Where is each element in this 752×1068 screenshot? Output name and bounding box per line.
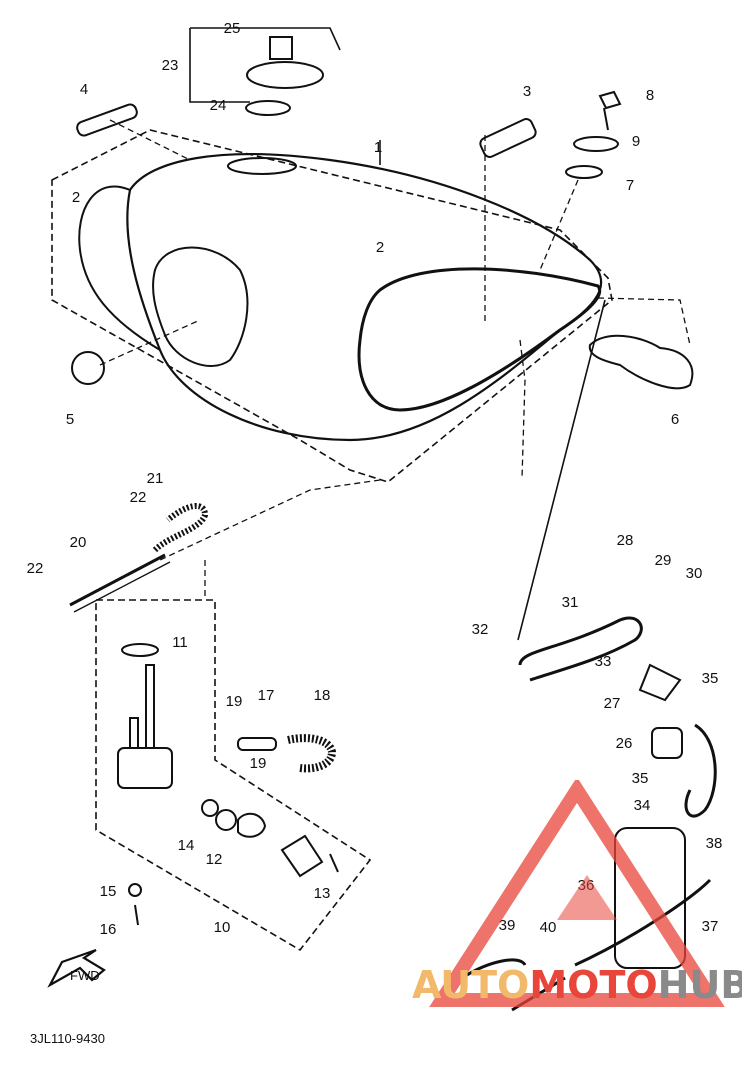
tank-knee-recess [152,246,249,367]
charcoal-canister [614,827,686,969]
short-hose [237,737,277,751]
corrugated-hose [287,734,337,773]
tank-grommet [71,351,105,385]
callout-32: 32 [472,621,489,638]
callout-31: 31 [562,594,579,611]
canister-hose-lower [461,958,527,980]
callout-11: 11 [172,634,188,651]
cover-plate [280,834,324,878]
fuel-filter [651,727,683,759]
callout-8: 8 [646,87,654,104]
callout-24: 24 [210,97,227,114]
callout-14: 14 [178,837,195,854]
gasket [201,799,219,817]
callout-19: 19 [250,755,267,772]
tank-bracket [588,334,694,390]
tank-badge [479,118,537,158]
lever [237,812,267,838]
callout-2: 2 [376,239,384,256]
callout-21: 21 [147,470,164,487]
forward-label: FWD [70,968,100,983]
callout-38: 38 [706,835,723,852]
washer-small [128,883,142,897]
fuel-cock-boundary [95,599,372,952]
callout-2: 2 [72,189,80,206]
part-code: 3JL110-9430 [30,1031,105,1046]
callout-10: 10 [214,919,231,936]
fuel-cock-body [117,747,173,789]
callout-13: 13 [314,885,331,902]
callout-16: 16 [100,921,117,938]
forward-arrow [47,948,106,988]
fuel-cap [246,61,324,89]
callout-5: 5 [66,411,74,428]
callout-34: 34 [634,797,651,814]
callout-19: 19 [226,693,243,710]
callout-3: 3 [523,83,531,100]
coiled-hose [152,503,209,553]
watermark-text-moto: MOTO [529,963,657,1007]
watermark-logo: AUTOMOTOHUB [412,777,749,1020]
callout-7: 7 [626,177,634,194]
callout-22: 22 [27,560,44,577]
callout-23: 23 [162,57,179,74]
fuel-hose [69,553,166,607]
watermark-text-auto: AUTO [412,963,529,1007]
watermark-text-hub: HUB [658,963,742,1007]
svg-text:AUTOMOTOHUB: AUTOMOTOHUB [412,963,742,1007]
callout-25: 25 [224,20,241,37]
mounting-bolt [598,90,622,131]
screw [329,853,339,873]
watermark-triangle [429,777,725,1007]
callout-9: 9 [632,133,640,150]
fuel-cap-key [269,36,293,60]
rear-emblem-strip [76,103,138,137]
o-ring [121,643,159,657]
tank-rear-cover [78,185,161,351]
callout-30: 30 [686,565,703,582]
callout-35: 35 [702,670,719,687]
fuel-hose-inner [73,561,171,613]
rubber-damper [565,165,603,179]
callout-33: 33 [595,653,612,670]
callout-4: 4 [80,81,88,98]
vent-pipe [638,663,682,702]
callout-27: 27 [604,695,621,712]
callout-35: 35 [632,770,649,787]
screw-long [134,904,139,926]
callout-39: 39 [499,917,516,934]
callout-40: 40 [540,919,557,936]
callout-22: 22 [130,489,147,506]
right-hose [684,723,717,818]
callout-37: 37 [702,918,719,935]
fuel-cock-pipes [129,664,155,748]
callout-26: 26 [616,735,633,752]
callout-15: 15 [100,883,117,900]
callout-6: 6 [671,411,679,428]
tank-top-leader [189,27,606,641]
callout-29: 29 [655,552,672,569]
callout-1: 1 [374,139,382,156]
callout-12: 12 [206,851,223,868]
cap-gasket [245,100,291,116]
callout-17: 17 [258,687,275,704]
tank-side-emblem-outline [357,267,602,412]
filler-neck-opening [227,157,297,175]
breather-hose [518,616,643,682]
tank-assembly-boundary [51,129,613,483]
leader-lines [99,119,691,600]
callout-18: 18 [314,687,331,704]
callout-28: 28 [617,532,634,549]
callout-20: 20 [70,534,87,551]
washer [573,136,619,152]
fuel-tank-body [126,153,603,442]
seal-ring [215,809,237,831]
